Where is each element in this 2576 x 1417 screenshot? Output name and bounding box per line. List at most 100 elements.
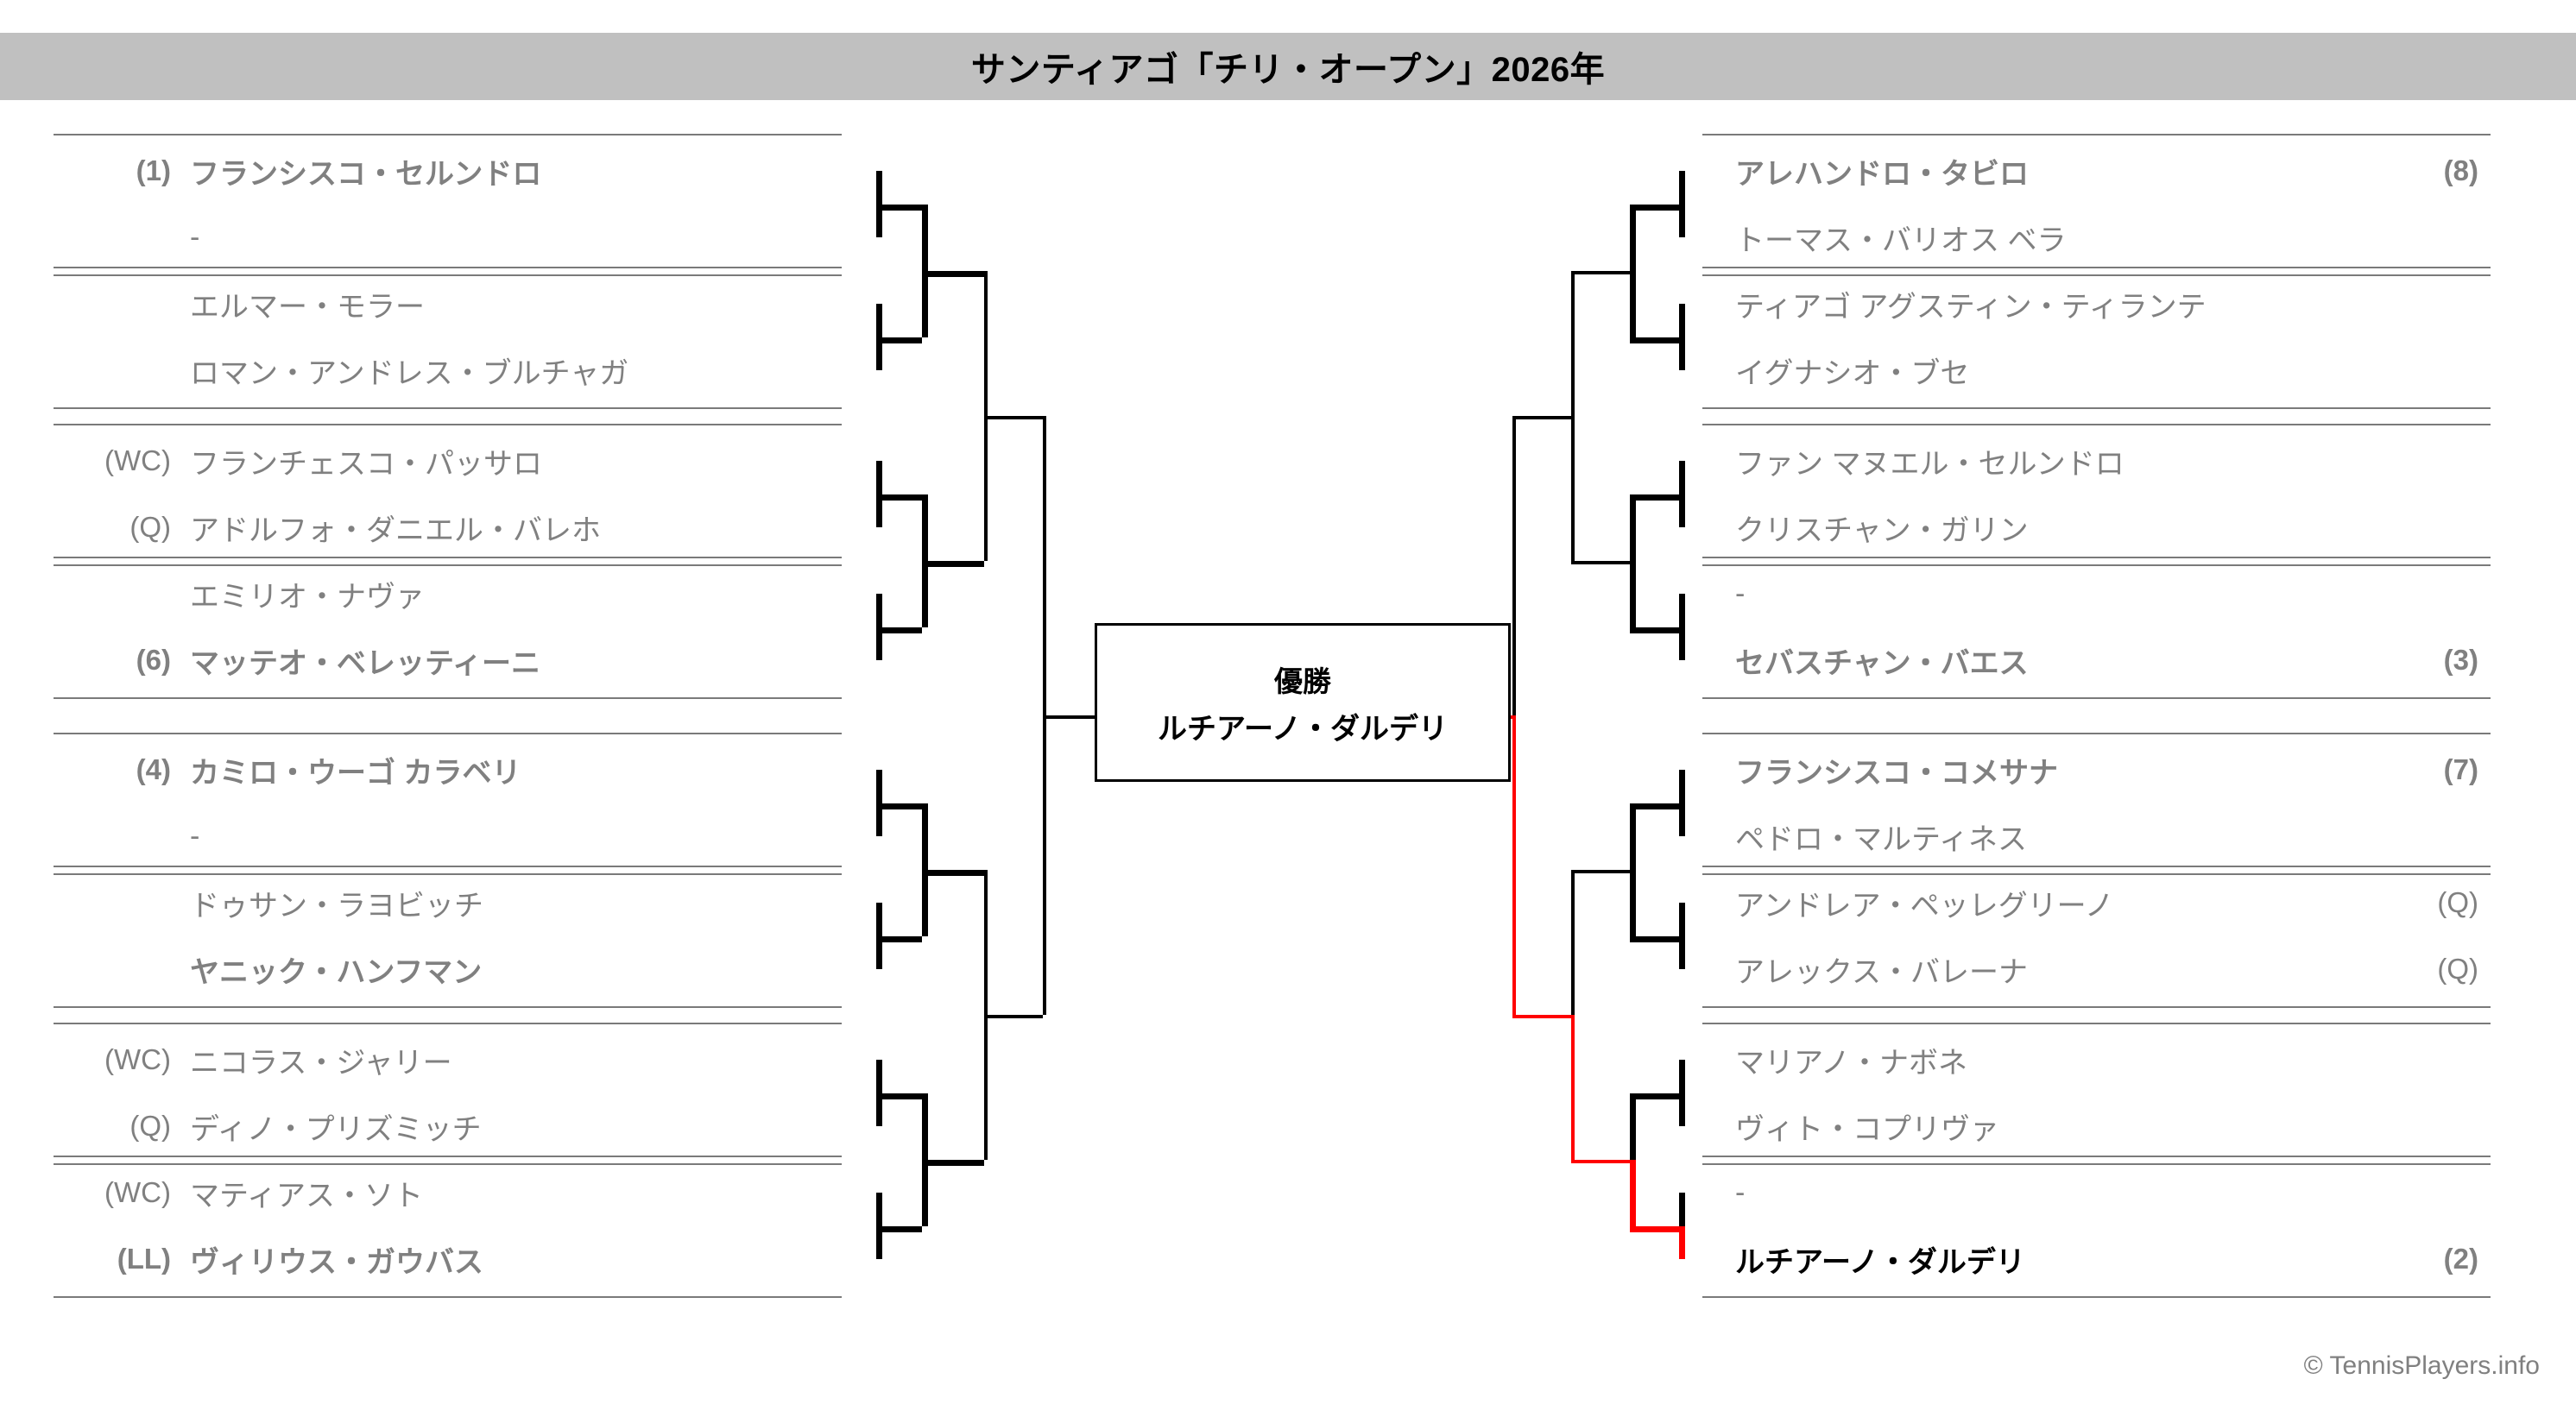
player-slot[interactable]: ヴィト・コプリヴァ [1709, 1103, 2491, 1149]
match-box-rule [54, 407, 842, 409]
player-slot[interactable]: トーマス・バリオス ベラ [1709, 214, 2491, 261]
bracket-line-r2h [1630, 627, 1679, 633]
player-slot[interactable]: - [1709, 570, 2491, 617]
bracket-line-r1 [1679, 1060, 1685, 1126]
winner-path-sf-h [1512, 1014, 1571, 1018]
player-name: アレックス・バレーナ [1735, 955, 2028, 989]
match-box-rule [1702, 134, 2491, 135]
player-name: ヴィリウス・ガウバス [190, 1245, 483, 1279]
player-slot[interactable]: ヤニック・ハンフマン [60, 946, 842, 992]
player-slot[interactable]: - [1709, 1169, 2491, 1216]
player-name: エルマー・モラー [190, 290, 425, 324]
bracket-line-r1 [1679, 770, 1685, 836]
player-slot[interactable]: (4)カミロ・ウーゴ カラベリ [60, 746, 842, 793]
seed-marker: (Q) [2437, 953, 2478, 985]
match-box-rule [54, 873, 842, 875]
player-name: アレハンドロ・タビロ [1735, 157, 2029, 191]
player-slot[interactable]: ルチアーノ・ダルデリ (2) [1709, 1236, 2491, 1282]
bracket-line-r2h [876, 1225, 922, 1232]
bracket-line-r2v [1630, 204, 1636, 337]
seed-marker: (WC) [104, 444, 171, 476]
match-box-rule [54, 866, 842, 867]
player-slot[interactable]: クリスチャン・ガリン [1709, 504, 2491, 551]
player-slot[interactable]: エミリオ・ナヴァ [60, 570, 842, 617]
player-slot[interactable]: マリアノ・ナボネ [1709, 1036, 2491, 1083]
match-box-rule [1702, 733, 2491, 734]
match-box-rule [1702, 873, 2491, 875]
player-slot[interactable]: エルマー・モラー [60, 280, 842, 327]
player-slot[interactable]: - [60, 813, 842, 860]
match-box-rule [1702, 267, 2491, 268]
player-name: アンドレア・ペッレグリーノ [1735, 889, 2114, 923]
bracket-line-r3h [1571, 869, 1630, 873]
player-slot[interactable]: (1)フランシスコ・セルンドロ [60, 148, 842, 194]
player-slot[interactable]: (Q)アドルフォ・ダニエル・バレホ [60, 504, 842, 551]
player-name: ルチアーノ・ダルデリ [1735, 1245, 2025, 1279]
player-name: イグナシオ・ブセ [1735, 356, 1970, 390]
player-slot[interactable]: フランシスコ・コメサナ (7) [1709, 746, 2491, 793]
player-slot[interactable]: イグナシオ・ブセ [1709, 347, 2491, 394]
player-name: - [190, 819, 200, 853]
seed-marker: (7) [2443, 753, 2478, 785]
player-slot[interactable]: (WC)フランチェスコ・パッサロ [60, 438, 842, 484]
player-name: ペドロ・マルティネス [1735, 822, 2027, 856]
match-box-rule [54, 1163, 842, 1165]
bracket-line-r3v [1571, 869, 1575, 1015]
player-slot[interactable]: ティアゴ アグスティン・ティランテ [1709, 280, 2491, 327]
match-box-rule [54, 697, 842, 699]
player-name: セバスチャン・バエス [1735, 646, 2029, 680]
bracket-line-r3h [1571, 270, 1630, 274]
winner-path-r3v [1571, 1014, 1575, 1160]
player-slot[interactable]: (WC)ニコラス・ジャリー [60, 1036, 842, 1083]
player-name: マッテオ・ベレッティーニ [190, 646, 540, 680]
winner-path-r2v [1630, 1159, 1636, 1226]
seed-marker: (Q) [129, 511, 171, 543]
player-slot[interactable]: ペドロ・マルティネス [1709, 813, 2491, 860]
winner-path-r1v [1679, 1225, 1685, 1259]
bracket-line-r2h [876, 803, 922, 809]
bracket-line-r2h [876, 494, 922, 501]
match-box-rule [1702, 1023, 2491, 1024]
player-name: フランシスコ・コメサナ [1735, 756, 2058, 790]
player-slot[interactable]: ファン マヌエル・セルンドロ [1709, 438, 2491, 484]
seed-marker: (6) [136, 644, 171, 676]
bracket-line-r3h [922, 560, 984, 567]
player-slot[interactable]: (6) マッテオ・ベレッティーニ [60, 637, 842, 683]
bracket-line-r2h [1630, 803, 1679, 809]
player-name: マティアス・ソト [190, 1179, 423, 1212]
player-slot[interactable]: アレックス・バレーナ (Q) [1709, 946, 2491, 992]
player-slot[interactable]: アンドレア・ペッレグリーノ (Q) [1709, 879, 2491, 926]
player-slot[interactable]: セバスチャン・バエス(3) [1709, 637, 2491, 683]
seed-marker: (Q) [129, 1110, 171, 1142]
player-slot[interactable]: ロマン・アンドレス・ブルチャガ [60, 347, 842, 394]
player-slot[interactable]: - [60, 214, 842, 261]
seed-marker: (WC) [104, 1176, 171, 1208]
bracket-line-r2h [876, 337, 922, 343]
winner-path-sf-v [1512, 715, 1516, 1015]
seed-marker: (Q) [2437, 886, 2478, 918]
copyright-footer: © TennisPlayers.info [2303, 1351, 2540, 1380]
bracket-line-r2h [876, 627, 922, 633]
player-slot[interactable]: (LL)ヴィリウス・ガウバス [60, 1236, 842, 1282]
bracket-line-sf-v [1512, 415, 1516, 715]
player-slot[interactable]: (Q)ディノ・プリズミッチ [60, 1103, 842, 1149]
seed-marker: (2) [2443, 1243, 2478, 1275]
bracket-line-r2h [1630, 1093, 1679, 1099]
player-name: ファン マヌエル・セルンドロ [1735, 447, 2125, 481]
seed-marker: (WC) [104, 1043, 171, 1075]
match-box-rule [54, 1006, 842, 1008]
player-name: - [1735, 576, 1746, 610]
player-slot[interactable]: ドゥサン・ラヨビッチ [60, 879, 842, 926]
player-name: トーマス・バリオス ベラ [1735, 224, 2067, 257]
seed-marker: (8) [2443, 154, 2478, 186]
bracket-line-r2h [1630, 1225, 1679, 1232]
bracket-line-r1 [1679, 171, 1685, 237]
player-name: ティアゴ アグスティン・ティランテ [1735, 290, 2207, 324]
player-name: - [190, 220, 200, 254]
tournament-title-bar: サンティアゴ「チリ・オープン」2026年 [0, 33, 2576, 100]
bracket-line-r1 [1679, 461, 1685, 527]
player-slot[interactable]: (WC) マティアス・ソト [60, 1169, 842, 1216]
player-slot[interactable]: アレハンドロ・タビロ (8) [1709, 148, 2491, 194]
match-box-rule [54, 733, 842, 734]
